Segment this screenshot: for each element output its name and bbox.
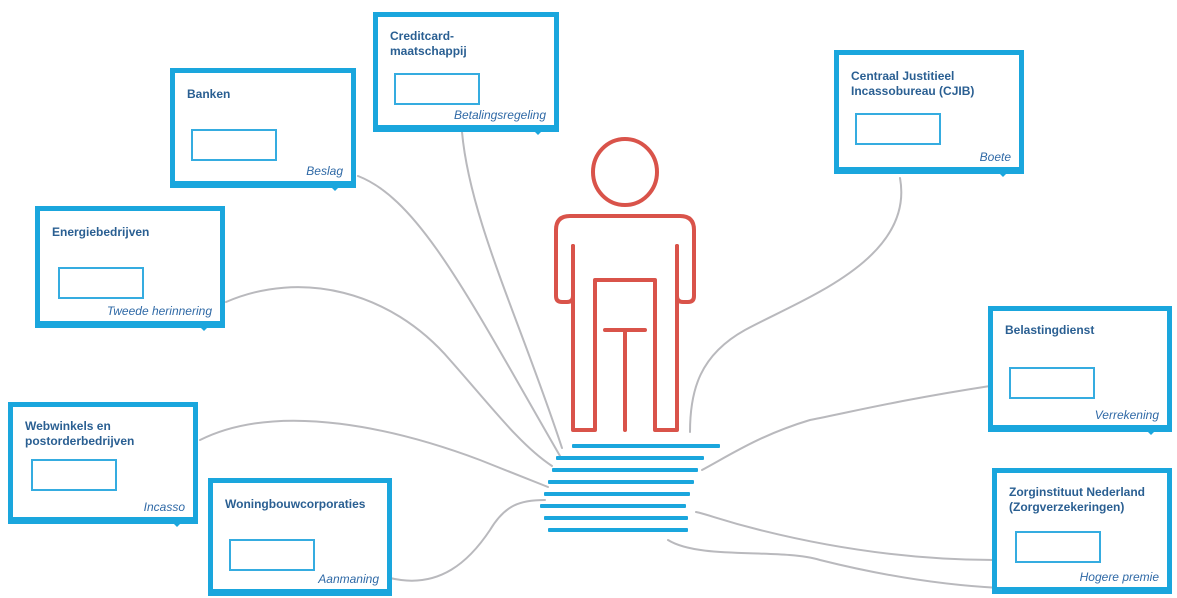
card-tag: Beslag [306, 164, 343, 178]
card-input-box [1015, 531, 1101, 563]
card-tag: Aanmaning [318, 572, 379, 586]
card-title: Energiebedrijven [52, 225, 150, 239]
pedestal-step [552, 468, 698, 472]
person-head [591, 137, 659, 207]
card-energie: Energiebedrijven Tweede herinnering [35, 206, 225, 331]
card-input-box [1009, 367, 1095, 399]
connector-belasting [701, 385, 991, 471]
card-title: Creditcard- maatschappij [390, 29, 467, 58]
card-webwinkels: Webwinkels en postorderbedrijven Incasso [8, 402, 198, 527]
card-woning: Woningbouwcorporaties Aanmaning [208, 478, 392, 596]
card-zorg: Zorginstituut Nederland (Zorgverzekering… [992, 468, 1172, 594]
speech-notch [171, 521, 183, 527]
pedestal-step [544, 492, 690, 496]
speech-notch [1145, 429, 1157, 435]
card-title: Banken [187, 87, 231, 101]
speech-notch [198, 325, 210, 331]
connector-banken [357, 175, 561, 457]
connector-energie [225, 286, 553, 467]
pedestal-step [544, 516, 688, 520]
card-input-box [58, 267, 144, 299]
card-tag: Hogere premie [1079, 570, 1159, 584]
card-input-box [394, 73, 480, 105]
card-cjib: Centraal Justitieel Incassobureau (CJIB)… [834, 50, 1024, 177]
pedestal-step [556, 456, 704, 460]
card-input-box [855, 113, 941, 145]
speech-notch [997, 171, 1009, 177]
connector-webwinkels [199, 419, 549, 488]
pedestal-step [572, 444, 720, 448]
card-input-box [229, 539, 315, 571]
card-input-box [31, 459, 117, 491]
card-creditcard: Creditcard- maatschappij Betalingsregeli… [373, 12, 559, 135]
card-tag: Incasso [143, 500, 185, 514]
pedestal-step [548, 480, 694, 484]
card-input-box [191, 129, 277, 161]
card-belasting: Belastingdienst Verrekening [988, 306, 1172, 435]
card-title: Belastingdienst [1005, 323, 1095, 337]
card-title: Woningbouwcorporaties [225, 497, 366, 511]
card-tag: Verrekening [1094, 408, 1159, 422]
card-tag: Betalingsregeling [453, 108, 546, 122]
card-tag: Boete [979, 150, 1011, 164]
connector-creditcard [461, 131, 563, 449]
card-title: Zorginstituut Nederland (Zorgverzekering… [1009, 485, 1145, 514]
connector-extra-bottom [667, 539, 1001, 589]
card-title: Webwinkels en postorderbedrijven [25, 419, 135, 448]
person-body-outline [554, 214, 696, 432]
person-icon [554, 137, 696, 432]
speech-notch [329, 185, 341, 191]
card-title: Centraal Justitieel Incassobureau (CJIB) [851, 69, 975, 98]
connector-cjib [689, 177, 903, 433]
card-tag: Tweede herinnering [106, 304, 212, 318]
connector-zorg [695, 511, 996, 561]
connector-woning [389, 499, 546, 582]
pedestal-step [548, 528, 688, 532]
card-banken: Banken Beslag [170, 68, 356, 191]
pedestal-step [540, 504, 686, 508]
speech-notch [532, 129, 544, 135]
